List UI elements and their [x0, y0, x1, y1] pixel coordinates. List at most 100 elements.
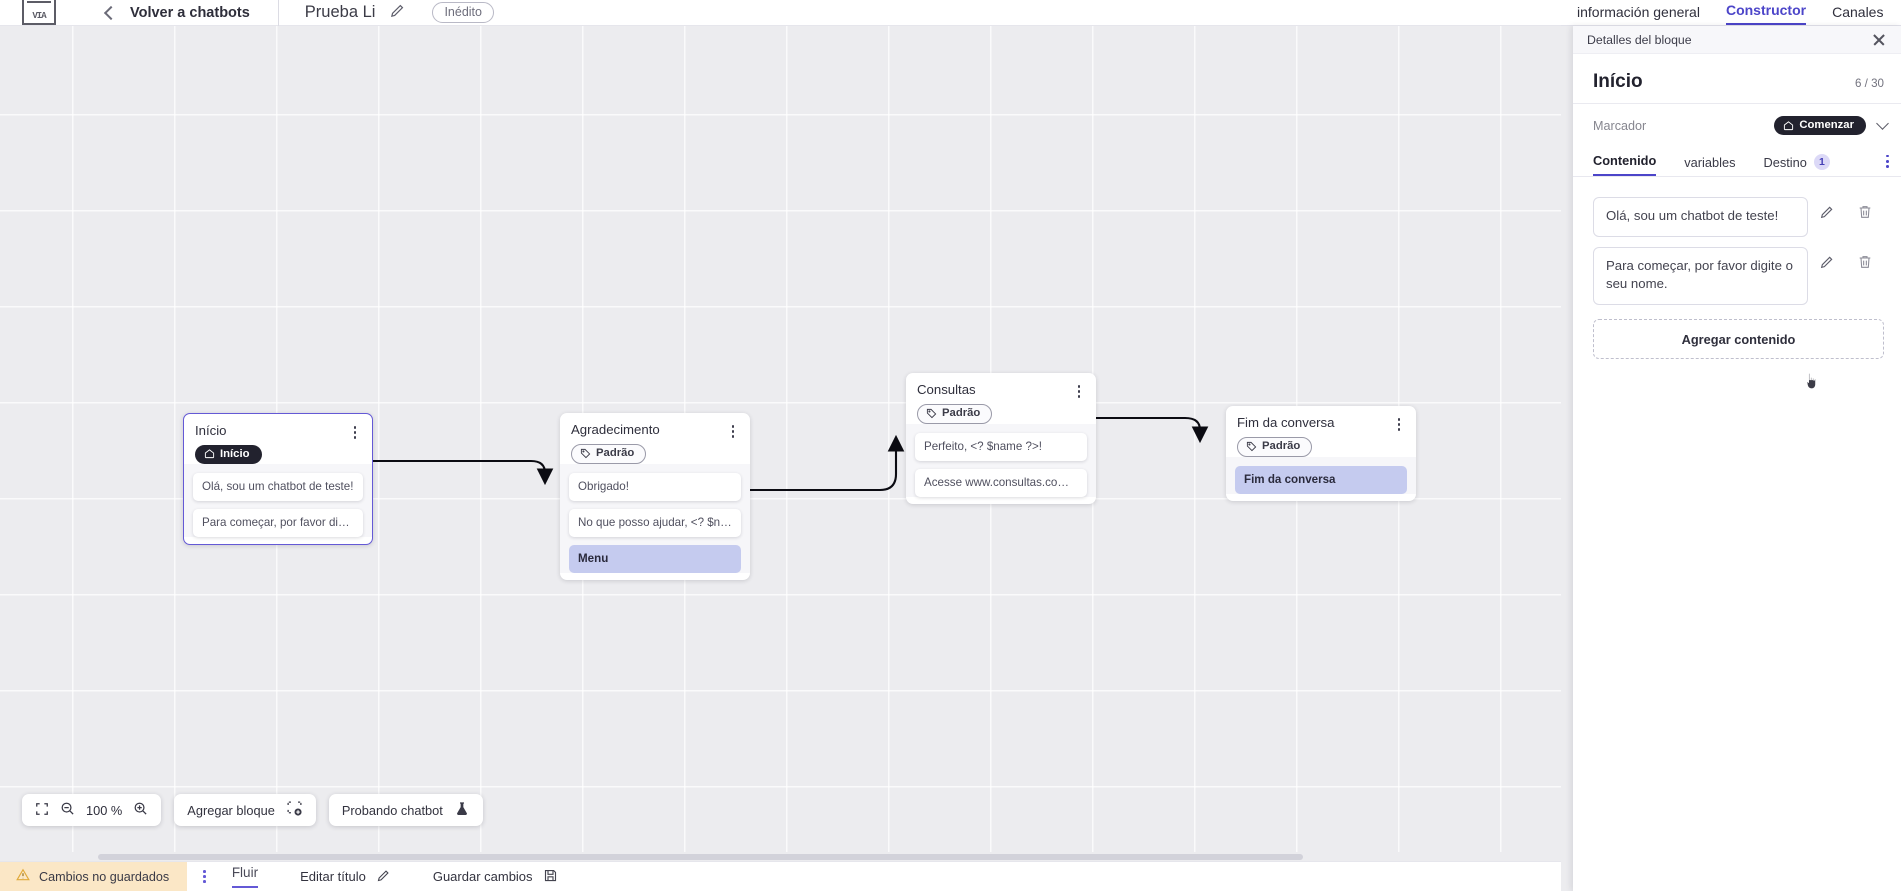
add-block-button[interactable]: Agregar bloque [174, 794, 316, 826]
add-block-label: Agregar bloque [187, 802, 275, 818]
node-tag-label: Padrão [1262, 440, 1301, 453]
page-title: Início [1593, 71, 1643, 92]
delete-content-icon[interactable] [1846, 247, 1884, 270]
flow-canvas[interactable]: Início Início Olá, sou um chatbot de tes… [0, 26, 1561, 861]
flow-node-agradecimento[interactable]: Agradecimento Padrão Obrigado! No que po… [560, 413, 750, 580]
node-message-highlighted[interactable]: Menu [569, 544, 741, 573]
edit-content-icon[interactable] [1808, 247, 1846, 270]
node-title: Agradecimento [571, 422, 660, 437]
mouse-cursor [1803, 371, 1822, 399]
node-tag-label: Padrão [942, 407, 981, 420]
app-logo: VIA [22, 0, 56, 25]
node-message[interactable]: Olá, sou um chatbot de teste! [193, 472, 363, 501]
edit-title-button[interactable]: Editar título [300, 868, 391, 886]
back-to-chatbots-link[interactable]: Volver a chatbots [130, 4, 250, 21]
panel-header-title: Detalles del bloque [1587, 32, 1692, 47]
fit-screen-icon[interactable] [35, 802, 49, 819]
statusbar-menu-icon[interactable] [203, 870, 206, 883]
zoom-in-icon[interactable] [133, 801, 148, 819]
panel-gutter [1561, 26, 1573, 891]
canvas-hscrollbar-track[interactable] [0, 852, 1561, 861]
node-menu-icon[interactable] [726, 422, 740, 438]
node-message[interactable]: Para começar, por favor digite o ... [193, 508, 363, 537]
tab-informacion-general[interactable]: información general [1577, 4, 1700, 20]
node-tag-default: Padrão [917, 403, 993, 424]
zoom-level: 100 % [86, 802, 123, 818]
node-message[interactable]: Acesse www.consultas.com par... [915, 468, 1087, 497]
node-tag-label: Padrão [596, 447, 635, 460]
bot-title: Prueba Li [304, 3, 376, 21]
test-chatbot-label: Probando chatbot [341, 802, 443, 818]
unsaved-changes-badge: Cambios no guardados [0, 861, 188, 891]
close-icon[interactable] [1871, 32, 1887, 48]
block-details-panel: Detalles del bloque Início 6 / 30 Marcad… [1573, 26, 1901, 891]
flow-node-inicio[interactable]: Início Início Olá, sou um chatbot de tes… [183, 413, 373, 545]
node-message[interactable]: Obrigado! [569, 472, 741, 501]
tab-constructor[interactable]: Constructor [1725, 2, 1807, 25]
content-item: Olá, sou um chatbot de teste! [1593, 197, 1884, 237]
node-messages: Olá, sou um chatbot de teste! Para começ… [184, 463, 372, 537]
tab-destino-count: 1 [1813, 154, 1830, 170]
node-message-highlighted[interactable]: Fim da conversa [1235, 465, 1407, 494]
node-title: Consultas [917, 382, 976, 397]
node-menu-icon[interactable] [348, 423, 362, 439]
panel-tabs-menu-icon[interactable] [1886, 154, 1889, 176]
unsaved-changes-label: Cambios no guardados [39, 869, 170, 884]
marker-label: Marcador [1593, 118, 1647, 133]
node-tag-default: Padrão [571, 443, 647, 464]
logo-label: VIA [32, 10, 46, 21]
content-text[interactable]: Olá, sou um chatbot de teste! [1593, 197, 1808, 237]
node-messages: Obrigado! No que posso ajudar, <? $name … [560, 463, 750, 573]
node-header: Consultas [906, 373, 1096, 398]
topbar-divider [277, 0, 279, 27]
tab-destino-label: Destino [1763, 154, 1807, 170]
node-header: Agradecimento [560, 413, 750, 438]
status-bar: Cambios no guardados Fluir Editar título… [0, 861, 1561, 891]
content-text[interactable]: Para começar, por favor digite o seu nom… [1593, 246, 1808, 306]
marker-value-chip[interactable]: Comenzar [1774, 116, 1866, 135]
zoom-out-icon[interactable] [60, 801, 75, 819]
status-badge: Inédito [432, 2, 494, 23]
back-chevron-icon[interactable] [103, 5, 119, 20]
block-counter: 6 / 30 [1854, 77, 1884, 90]
save-changes-button[interactable]: Guardar cambios [433, 868, 558, 886]
add-block-icon [286, 800, 303, 820]
delete-content-icon[interactable] [1846, 197, 1884, 220]
main-tabs: información general Constructor Canales [1561, 0, 1901, 26]
node-menu-icon[interactable] [1072, 382, 1086, 398]
tab-contenido[interactable]: Contenido [1593, 153, 1657, 176]
edit-content-icon[interactable] [1808, 197, 1846, 220]
tag-icon [926, 408, 937, 419]
add-content-button[interactable]: Agregar contenido [1593, 319, 1884, 360]
canvas-toolbar: 100 % Agregar bloque Pro [22, 794, 483, 826]
node-tag-default: Padrão [1237, 436, 1313, 457]
tab-variables-label: variables [1684, 155, 1736, 170]
warning-icon [16, 868, 30, 885]
tab-variables[interactable]: variables [1684, 155, 1735, 176]
tag-icon [580, 448, 591, 459]
node-header: Fim da conversa [1226, 406, 1416, 431]
node-header: Início [184, 414, 372, 439]
tag-icon [1246, 441, 1257, 452]
tab-canales[interactable]: Canales [1832, 4, 1884, 20]
zoom-controls: 100 % [22, 794, 162, 826]
tab-fluir[interactable]: Fluir [231, 865, 259, 888]
test-chatbot-button[interactable]: Probando chatbot [328, 794, 483, 826]
pencil-icon [376, 868, 391, 886]
panel-tabs: Contenido variables Destino 1 [1573, 147, 1901, 177]
tab-destino[interactable]: Destino 1 [1763, 154, 1830, 176]
chevron-down-icon[interactable] [1876, 117, 1889, 130]
canvas-hscrollbar-thumb[interactable] [98, 853, 1303, 860]
content-item: Para começar, por favor digite o seu nom… [1593, 246, 1884, 306]
node-tag-label: Início [220, 447, 250, 460]
save-changes-label: Guardar cambios [432, 869, 533, 884]
node-message[interactable]: Perfeito, <? $name ?>! [915, 432, 1087, 461]
node-title: Início [195, 423, 227, 438]
node-menu-icon[interactable] [1392, 415, 1406, 431]
edit-pencil-icon[interactable] [389, 2, 406, 24]
flow-node-consultas[interactable]: Consultas Padrão Perfeito, <? $name ?>! … [906, 373, 1096, 504]
flow-node-fim-da-conversa[interactable]: Fim da conversa Padrão Fim da conversa [1226, 406, 1416, 501]
flask-icon [454, 801, 470, 820]
edit-title-label: Editar título [300, 869, 366, 884]
node-message[interactable]: No que posso ajudar, <? $name ... [569, 508, 741, 537]
